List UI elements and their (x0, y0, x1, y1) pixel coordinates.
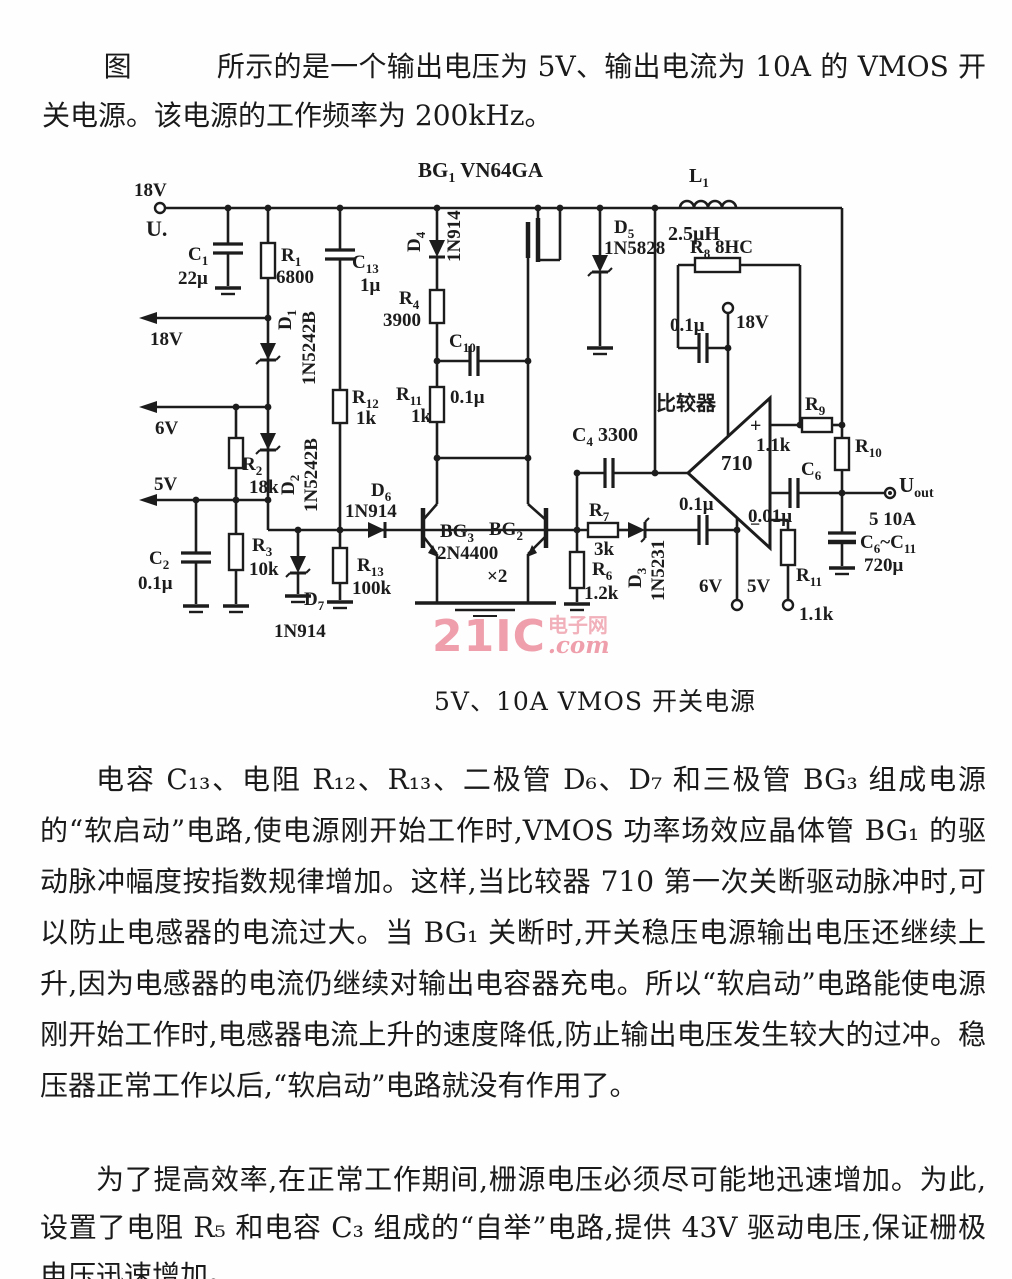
circuit-label-c1-val: 22μ (178, 268, 208, 289)
circuit-label-r3-name: R3 (252, 535, 273, 559)
circuit-label-d7-name: D7 (304, 589, 325, 613)
circuit-label-cmp-minus: − (750, 514, 760, 534)
body-paragraph-2: 为了提高效率,在正常工作期间,栅源电压必须尽可能地迅速增加。为此,设置了电阻 R… (40, 1163, 986, 1279)
circuit-label-r3-val: 10k (249, 559, 279, 580)
circuit-label-r6-name: R6 (592, 559, 613, 583)
circuit-label-r9-val: 1.1k (756, 435, 791, 456)
circuit-label-r2-val: 18k (249, 477, 279, 498)
body-paragraph-1: 电容 C₁₃、电阻 R₁₂、R₁₃、二极管 D₆、D₇ 和三极管 BG₃ 组成电… (40, 763, 986, 1102)
circuit-label-c10-name: C10 (449, 331, 476, 355)
circuit-label-c5v-val: 0.1μ (679, 494, 714, 515)
circuit-label-d1-val: 1N5242B (299, 311, 320, 385)
circuit-label-c1-name: C1 (188, 244, 208, 268)
circuit-label-l1-val: 2.5μH (668, 223, 720, 245)
circuit-label-v18-top: 18V (134, 180, 167, 201)
circuit-label-d7-val: 1N914 (274, 621, 326, 642)
circuit-label-d5-name: D5 (614, 217, 635, 241)
circuit-label-r4-name: R4 (399, 288, 420, 312)
circuit-label-d5-val: 1N5828 (604, 238, 665, 259)
circuit-label-d6-val: 1N914 (345, 501, 397, 522)
circuit-label-c13-val: 1μ (360, 275, 381, 296)
circuit-label-r6-val: 1.2k (584, 583, 619, 604)
circuit-label-l1-name: L1 (689, 165, 709, 190)
circuit-label-cmp-label: 比较器 (656, 391, 717, 415)
circuit-label-r10-name: R10 (855, 436, 882, 460)
circuit-label-tap18: 18V (150, 329, 183, 350)
circuit-label-c611-name: C6~C11 (860, 532, 916, 556)
circuit-label-r12-name: R12 (352, 387, 379, 411)
circuit-label-d4-name: D4 (404, 231, 428, 252)
circuit-label-r13-val: 100k (352, 578, 392, 599)
circuit-label-d3-name: D3 (625, 567, 649, 588)
circuit-label-r7-name: R7 (589, 500, 610, 524)
circuit-label-r11b-val: 1.1k (799, 604, 834, 625)
circuit-label-c4-name: C4 3300 (572, 424, 638, 449)
circuit-label-bg3-name: BG3 (440, 521, 474, 545)
circuit-label-bg1-name: BG1 VN64GA (418, 158, 544, 186)
circuit-label-r11-val: 1k (411, 406, 432, 427)
circuit-label-d2-name: D2 (278, 475, 302, 495)
circuit-label-t5v: 5V (747, 576, 771, 597)
circuit-label-c2-name: C2 (149, 548, 169, 572)
circuit-label-cmp-val: 710 (721, 451, 753, 475)
circuit-label-r8-name: R8 8HC (690, 237, 753, 261)
circuit-label-t6v: 6V (699, 576, 723, 597)
circuit-label-r9-name: R9 (805, 394, 826, 418)
circuit-label-d1-name: D1 (275, 310, 299, 330)
circuit-label-r13-name: R13 (357, 555, 384, 579)
circuit-label-r11b-name: R11 (796, 565, 822, 589)
figure-caption: 5V、10A VMOS 开关电源 (434, 687, 756, 716)
circuit-label-c611-val: 720μ (864, 555, 904, 576)
circuit-label-tap6: 6V (155, 418, 179, 439)
circuit-label-c6-name: C6 (801, 459, 822, 483)
circuit-label-r1-name: R1 (281, 245, 301, 269)
circuit-label-r7-val: 3k (594, 539, 615, 560)
circuit-label-cmp-plus: + (750, 415, 761, 437)
circuit-label-c2-val: 0.1μ (138, 573, 173, 594)
circuit-label-tap5: 5V (154, 474, 178, 495)
circuit-label-bg23-val: 2N4400 (437, 543, 498, 564)
circuit-label-d2-val: 1N5242B (301, 438, 322, 512)
circuit-label-u-in: U. (146, 216, 167, 241)
circuit-label-bg23-mult: ×2 (487, 566, 507, 587)
circuit-label-uout: Uout (899, 473, 934, 501)
circuit-label-r12-val: 1k (356, 408, 377, 429)
circuit-label-d6-name: D6 (371, 480, 392, 504)
circuit-label-r11-name: R11 (396, 384, 422, 408)
circuit-label-d4-val: 1N914 (444, 210, 465, 262)
circuit-label-c18v-sup: 18V (736, 312, 769, 333)
circuit-label-c6-val: 0.01μ (748, 506, 792, 527)
circuit-label-uout-val: 5 10A (869, 509, 916, 530)
circuit-label-r2-name: R2 (242, 454, 262, 478)
circuit-label-c18v-val: 0.1μ (670, 315, 705, 336)
circuit-label-r1-val: 6800 (276, 267, 314, 288)
circuit-label-c10-val: 0.1μ (450, 387, 485, 408)
intro-paragraph: 图 所示的是一个输出电压为 5V、输出电流为 10A 的 VMOS 开关电源。该… (42, 50, 986, 132)
circuit-label-r4-val: 3900 (383, 310, 421, 331)
circuit-label-c13-name: C13 (352, 252, 379, 276)
circuit-label-d3-val: 1N5231 (648, 540, 669, 601)
circuit-label-bg2-name: BG2 (489, 519, 523, 543)
